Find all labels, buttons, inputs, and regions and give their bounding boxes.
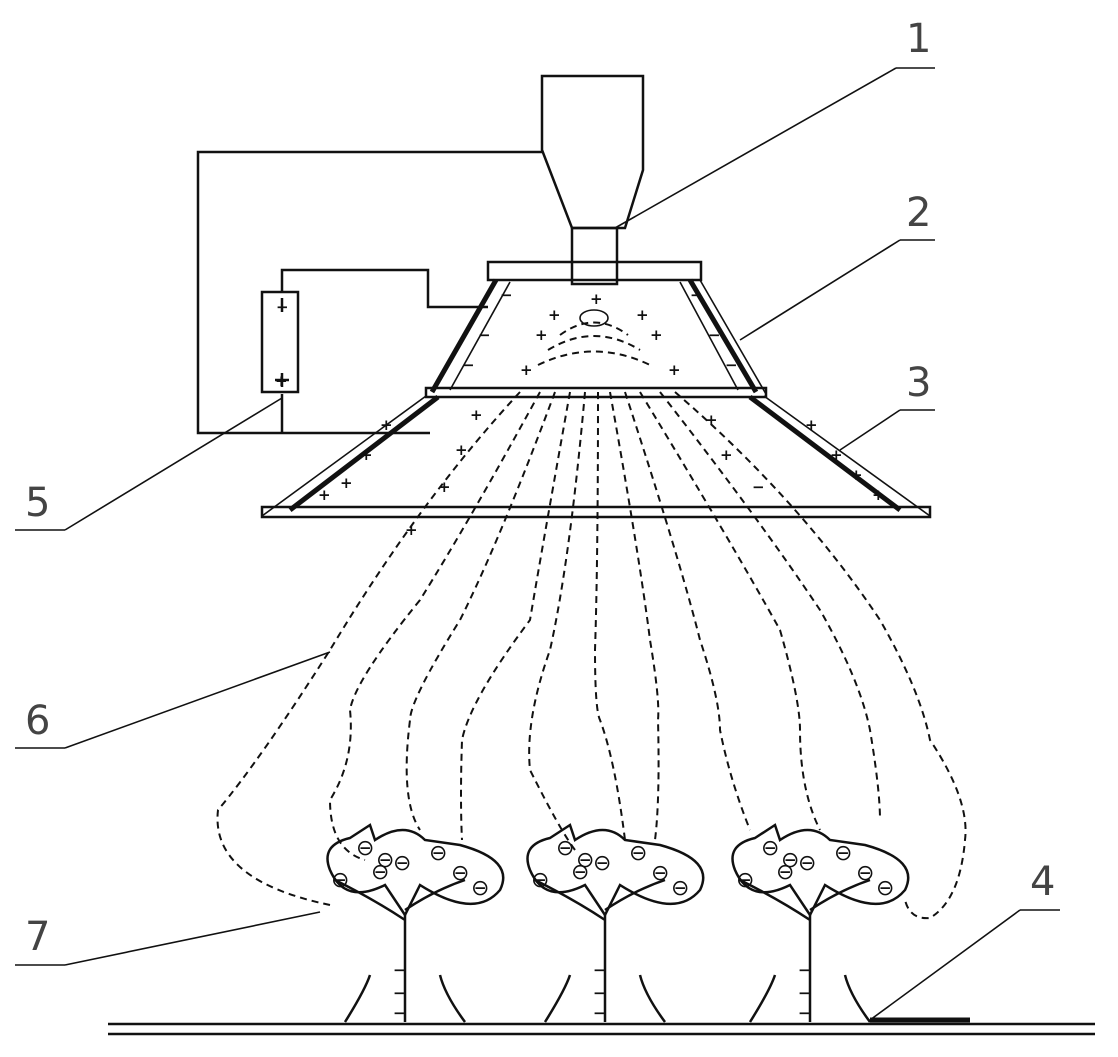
neg-charge: ⊖ [429,841,447,866]
charge-sign: + [705,411,718,429]
battery-minus: − [276,298,289,316]
plant-canopy [526,823,705,918]
label-4: 4 [1030,859,1055,905]
charge-sign: + [872,486,885,504]
plant-canopy [731,823,910,918]
neg-charge: ⊖ [331,868,349,893]
neg-charge: ⊖ [356,836,374,861]
charge-sign: + [535,326,548,344]
label-6: 6 [25,698,50,744]
battery [260,290,300,394]
neg-charge: ⊖ [556,836,574,861]
ground-charge: − [593,984,606,1002]
charge-signs: −−−−−−++++++++++++++++−+++++ [318,286,885,539]
charge-sign: + [470,406,483,424]
outer-electrode-cone [260,395,932,519]
charge-sign: + [720,446,733,464]
charge-sign: + [438,478,451,496]
charge-sign: + [520,361,533,379]
plant: ⊖⊖⊖⊖⊖⊖⊖⊖−−− [731,823,910,1023]
battery-plus: + [275,372,288,390]
ground-charge: − [393,1004,406,1022]
charge-sign: + [340,474,353,492]
charge-sign: − [725,356,738,374]
neg-charge: ⊖ [856,861,874,886]
neg-charge: ⊖ [571,860,589,885]
spray-trajectories [216,391,967,920]
charge-sign: + [548,306,561,324]
hopper [540,74,645,230]
neg-charge: ⊖ [876,876,894,901]
neg-charge: ⊖ [376,848,394,873]
charge-sign: + [830,446,843,464]
plant: ⊖⊖⊖⊖⊖⊖⊖⊖−−− [526,823,705,1023]
ground-charge: − [798,984,811,1002]
ground-charge: − [798,961,811,979]
ground-charge: − [393,961,406,979]
label-7: 7 [25,914,50,960]
ground-charge: − [593,1004,606,1022]
neg-charge: ⊖ [834,841,852,866]
ground-charge: − [393,984,406,1002]
label-5: 5 [25,480,50,526]
ground [108,1017,1095,1036]
charge-sign: + [590,290,603,308]
charge-sign: + [850,466,863,484]
neg-charge: ⊖ [593,851,611,876]
ground-charge: − [798,1004,811,1022]
charge-sign: + [455,441,468,459]
label-1: 1 [906,16,931,62]
neg-charge: ⊖ [393,851,411,876]
charge-sign: + [318,486,331,504]
neg-charge: ⊖ [629,841,647,866]
charge-sign: + [636,306,649,324]
plant-stem [534,878,667,1023]
plant-canopy [326,823,505,918]
charge-sign: + [668,361,681,379]
neg-charge: ⊖ [781,848,799,873]
ground-charge: − [593,961,606,979]
charge-sign: + [805,416,818,434]
label-2: 2 [906,190,931,236]
charge-sign: − [752,478,765,496]
neg-charge: ⊖ [531,868,549,893]
charge-sign: + [650,326,663,344]
plant: ⊖⊖⊖⊖⊖⊖⊖⊖−−− [326,823,505,1023]
neg-charge: ⊖ [671,876,689,901]
charge-sign: − [708,326,721,344]
plant-stem [334,878,467,1023]
neg-charge: ⊖ [471,876,489,901]
charge-sign: − [690,286,703,304]
neg-charge: ⊖ [761,836,779,861]
nozzle [570,226,619,286]
neg-charge: ⊖ [798,851,816,876]
top-plate [486,260,703,282]
neg-charge: ⊖ [451,861,469,886]
charge-sign: + [405,521,418,539]
neg-charge: ⊖ [371,860,389,885]
neg-charge: ⊖ [576,848,594,873]
charge-sign: + [360,446,373,464]
callout-leaders [15,67,1060,1021]
charge-sign: − [500,286,513,304]
charge-sign: − [478,326,491,344]
charge-sign: − [462,356,475,374]
spray-cloud [537,309,651,366]
circuit-wires [196,150,542,435]
plants: ⊖⊖⊖⊖⊖⊖⊖⊖−−−⊖⊖⊖⊖⊖⊖⊖⊖−−−⊖⊖⊖⊖⊖⊖⊖⊖−−− [326,823,910,1023]
neg-charge: ⊖ [736,868,754,893]
label-3: 3 [906,360,931,406]
charge-sign: + [380,416,393,434]
neg-charge: ⊖ [776,860,794,885]
inner-electrode-cone [424,278,768,399]
neg-charge: ⊖ [651,861,669,886]
plant-stem [739,878,872,1023]
